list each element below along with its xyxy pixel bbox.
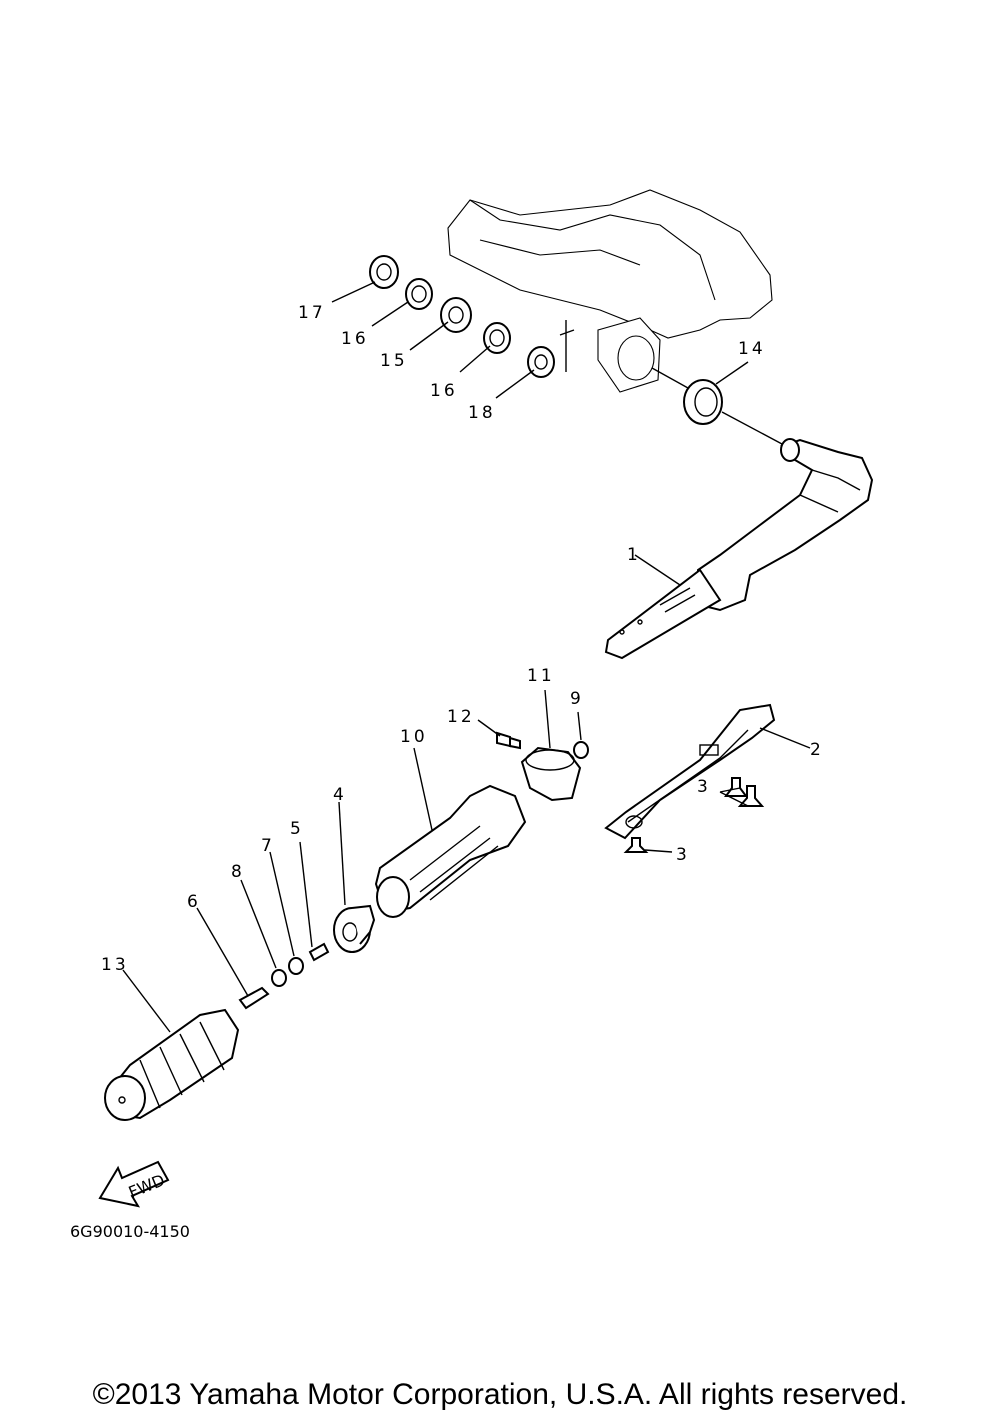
callout-9: 9 — [570, 689, 584, 709]
callout-1: 1 — [627, 545, 641, 565]
part-9-nut — [573, 741, 589, 759]
part-13-grip — [104, 1008, 240, 1121]
callout-13: 13 — [101, 955, 129, 975]
callout-16b: 16 — [430, 381, 458, 401]
callout-2: 2 — [810, 740, 824, 760]
part-16-washer-lower — [483, 322, 511, 354]
callout-3a: 3 — [697, 777, 711, 797]
steering-bracket-outline — [447, 189, 773, 393]
diagram-reference-code: 6G90010-4150 — [70, 1222, 190, 1241]
part-2-handle-cover — [604, 703, 776, 840]
callout-labels: 1 2 3 3 4 5 6 7 8 9 10 11 12 13 14 15 16… — [101, 303, 824, 975]
callout-12: 12 — [447, 707, 475, 727]
part-1-tiller-handle — [604, 438, 874, 660]
callout-7: 7 — [261, 836, 275, 856]
part-4-cap — [333, 904, 376, 953]
callout-16a: 16 — [341, 329, 369, 349]
part-11-band — [520, 746, 582, 802]
part-15-plate — [440, 297, 472, 333]
leader-lines — [122, 281, 811, 1033]
part-5-spring — [308, 942, 330, 962]
part-17-nut — [369, 255, 399, 289]
part-10-throttle-grip — [374, 784, 527, 918]
part-7-washer — [288, 957, 304, 975]
callout-14: 14 — [738, 339, 766, 359]
callout-11: 11 — [527, 666, 555, 686]
part-18-washer — [527, 346, 555, 378]
callout-6: 6 — [187, 892, 201, 912]
callout-15: 15 — [380, 351, 408, 371]
forward-arrow: FWD — [98, 1160, 170, 1208]
copyright-notice: ©2013 Yamaha Motor Corporation, U.S.A. A… — [92, 1378, 908, 1411]
callout-3b: 3 — [676, 845, 690, 865]
part-14-bushing — [683, 379, 723, 425]
callout-17: 17 — [298, 303, 326, 323]
callout-5: 5 — [290, 819, 304, 839]
assembly-axis-line — [651, 367, 783, 445]
part-16-washer-upper — [405, 278, 433, 310]
part-6-screw — [238, 986, 270, 1010]
callout-8: 8 — [231, 862, 245, 882]
part-12-bolt — [496, 731, 521, 750]
callout-4: 4 — [333, 785, 347, 805]
part-3-screws — [623, 777, 765, 853]
callout-10: 10 — [400, 727, 428, 747]
callout-18: 18 — [468, 403, 496, 423]
part-8-washer — [271, 969, 287, 987]
